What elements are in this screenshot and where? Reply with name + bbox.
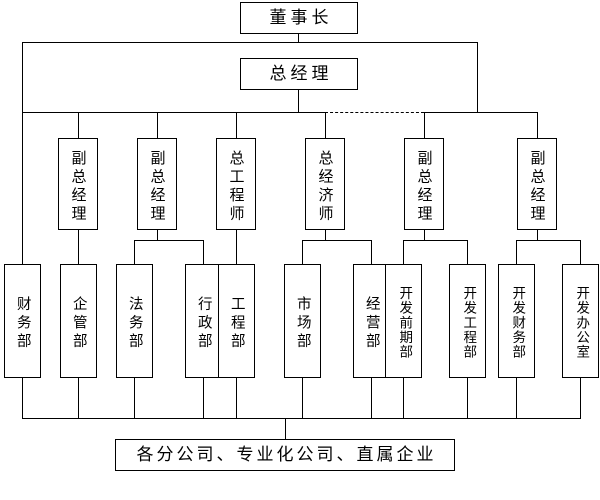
connector-chairman-stem	[298, 34, 300, 43]
box-dept-dev-preliminary-label: 开发前期部	[396, 285, 413, 360]
connector-gm-to-exec-1	[78, 112, 80, 138]
box-dept-dev-office-label: 开发办公室	[573, 285, 590, 360]
connector-chairman-bus	[22, 42, 478, 44]
connector-dept-8-down	[403, 378, 405, 419]
box-dept-dev-engineering-label: 开发工程部	[460, 285, 477, 360]
connector-bottom-bus-to-footer	[285, 418, 287, 440]
box-exec-3[interactable]: 总工程师	[216, 138, 256, 230]
box-dept-operations-label: 经营部	[363, 296, 380, 352]
connector-exec5-to-dept-a	[403, 240, 405, 264]
connector-dept-3-down	[134, 378, 136, 419]
box-dept-finance[interactable]: 财务部	[4, 264, 41, 378]
connector-bottom-bus	[22, 418, 581, 420]
box-chairman-label: 董事长	[269, 7, 333, 28]
connector-dept-4-down	[203, 378, 205, 419]
box-exec-2[interactable]: 副总经理	[137, 138, 177, 230]
connector-exec3-to-dept	[236, 230, 238, 264]
box-subsidiaries-label: 各分公司、专业化公司、直属企业	[136, 444, 437, 465]
box-exec-1[interactable]: 副总经理	[58, 138, 98, 230]
box-dept-enterprise-mgmt-label: 企管部	[70, 296, 87, 352]
connector-dept-9-down	[467, 378, 469, 419]
connector-dept-10-down	[516, 378, 518, 419]
connector-gm-to-exec-2	[157, 112, 159, 138]
box-exec-2-label: 副总经理	[148, 149, 167, 224]
box-dept-dev-preliminary[interactable]: 开发前期部	[385, 264, 422, 378]
connector-dept-5-down	[236, 378, 238, 419]
box-exec-5-label: 副总经理	[415, 149, 434, 224]
connector-exec4-to-dept-a	[302, 240, 304, 264]
connector-dept-6-down	[302, 378, 304, 419]
connector-exec4-stem	[325, 230, 327, 241]
connector-exec4-bus	[302, 240, 372, 242]
connector-gm-stem	[298, 90, 300, 113]
box-general-manager-label: 总经理	[269, 63, 333, 84]
connector-right-arm-drop	[477, 42, 479, 113]
connector-gm-bus-right	[424, 112, 538, 114]
connector-gm-bus-left	[22, 112, 325, 114]
box-dept-dev-finance[interactable]: 开发财务部	[498, 264, 535, 378]
connector-gm-to-exec-6	[537, 112, 539, 138]
connector-exec4-to-dept-b	[371, 240, 373, 264]
box-dept-administration[interactable]: 行政部	[185, 264, 222, 378]
box-general-manager[interactable]: 总经理	[240, 58, 358, 90]
connector-dept-2-down	[78, 378, 80, 419]
box-dept-engineering-label: 工程部	[228, 296, 245, 352]
box-dept-legal-label: 法务部	[126, 296, 143, 352]
box-dept-market-label: 市场部	[294, 296, 311, 352]
connector-exec6-to-dept-a	[516, 240, 518, 264]
box-dept-dev-office[interactable]: 开发办公室	[562, 264, 599, 378]
box-dept-finance-label: 财务部	[14, 296, 31, 352]
box-exec-3-label: 总工程师	[227, 149, 246, 224]
connector-exec2-bus	[134, 240, 204, 242]
box-dept-engineering[interactable]: 工程部	[218, 264, 255, 378]
box-subsidiaries[interactable]: 各分公司、专业化公司、直属企业	[115, 439, 455, 471]
connector-gm-to-exec-3	[236, 112, 238, 138]
box-dept-dev-engineering[interactable]: 开发工程部	[449, 264, 486, 378]
connector-gm-to-exec-4	[325, 112, 327, 138]
box-exec-5[interactable]: 副总经理	[404, 138, 444, 230]
box-exec-6[interactable]: 副总经理	[517, 138, 557, 230]
box-chairman[interactable]: 董事长	[240, 2, 358, 34]
connector-dept-1-down	[22, 378, 24, 419]
connector-dept-7-down	[371, 378, 373, 419]
box-dept-enterprise-mgmt[interactable]: 企管部	[60, 264, 97, 378]
box-dept-dev-finance-label: 开发财务部	[509, 285, 526, 360]
box-exec-1-label: 副总经理	[69, 149, 88, 224]
box-exec-6-label: 副总经理	[528, 149, 547, 224]
box-dept-market[interactable]: 市场部	[284, 264, 321, 378]
connector-left-trunk	[22, 42, 24, 264]
connector-exec2-to-dept-b	[203, 240, 205, 264]
connector-exec5-stem	[424, 230, 426, 241]
connector-dept-11-down	[580, 378, 582, 419]
connector-exec2-stem	[157, 230, 159, 241]
connector-gm-bus-dashed	[325, 112, 424, 113]
connector-exec6-to-dept-b	[580, 240, 582, 264]
box-exec-4[interactable]: 总经济师	[305, 138, 345, 230]
box-exec-4-label: 总经济师	[316, 149, 335, 224]
connector-gm-to-exec-5	[424, 112, 426, 138]
box-dept-administration-label: 行政部	[195, 296, 212, 352]
connector-exec6-stem	[537, 230, 539, 241]
connector-exec2-to-dept-a	[134, 240, 136, 264]
connector-exec6-bus	[516, 240, 581, 242]
connector-exec1-to-dept	[78, 230, 80, 264]
box-dept-legal[interactable]: 法务部	[116, 264, 153, 378]
connector-exec5-bus	[403, 240, 468, 242]
connector-exec5-to-dept-b	[467, 240, 469, 264]
